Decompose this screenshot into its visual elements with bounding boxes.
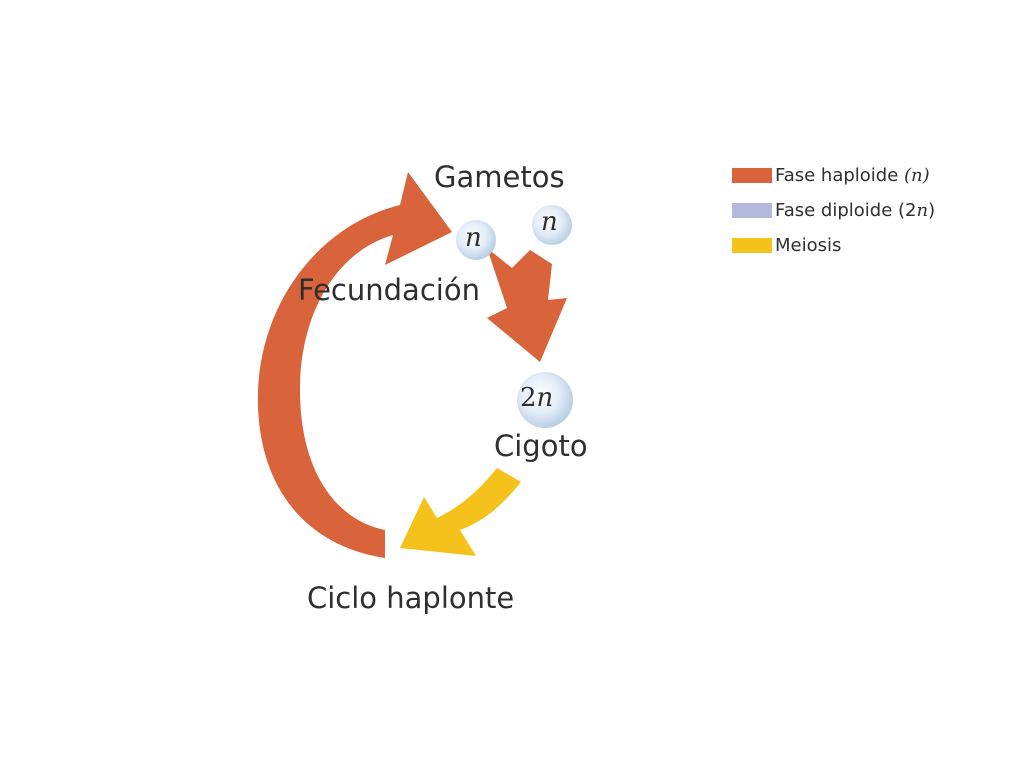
gamete-1-ploidy: n	[465, 223, 482, 253]
legend-diploid-symbol: n	[916, 200, 929, 221]
legend-item-meiosis: Meiosis	[732, 228, 935, 263]
gamete-2-ploidy: n	[541, 207, 558, 237]
legend-diploid-close: )	[928, 200, 936, 221]
meiosis-swatch	[732, 238, 772, 253]
legend-label-haploid: Fase haploide (n)	[775, 165, 930, 186]
cycle-title: Ciclo haplonte	[307, 581, 515, 615]
diploid-swatch	[732, 203, 772, 218]
haploid-cycle-arrow	[257, 172, 452, 558]
zygote-ball	[517, 372, 573, 428]
gametes-label: Gametos	[434, 160, 565, 194]
zygote-label: Cigoto	[494, 429, 588, 463]
gamete-ball-2	[532, 205, 572, 245]
fertilization-arrow	[487, 248, 567, 362]
legend-haploid-symbol: (n)	[904, 165, 930, 186]
legend-label-diploid: Fase diploide (2n)	[775, 200, 935, 221]
legend-diploid-text: Fase diploide (2	[775, 200, 917, 221]
legend-label-meiosis: Meiosis	[775, 235, 842, 256]
gamete-ball-1	[456, 220, 496, 260]
meiosis-arrow	[400, 468, 521, 556]
zygote-ploidy-variable: n	[536, 383, 554, 413]
legend-item-haploid: Fase haploide (n)	[732, 158, 935, 193]
legend-item-diploid: Fase diploide (2n)	[732, 193, 935, 228]
zygote-ploidy-number: 2	[520, 383, 537, 413]
legend-haploid-text: Fase haploide	[775, 165, 905, 186]
haploid-swatch	[732, 168, 772, 183]
zygote-ploidy: 2n	[520, 385, 553, 411]
legend: Fase haploide (n) Fase diploide (2n) Mei…	[732, 158, 935, 263]
fertilization-label: Fecundación	[298, 273, 480, 307]
